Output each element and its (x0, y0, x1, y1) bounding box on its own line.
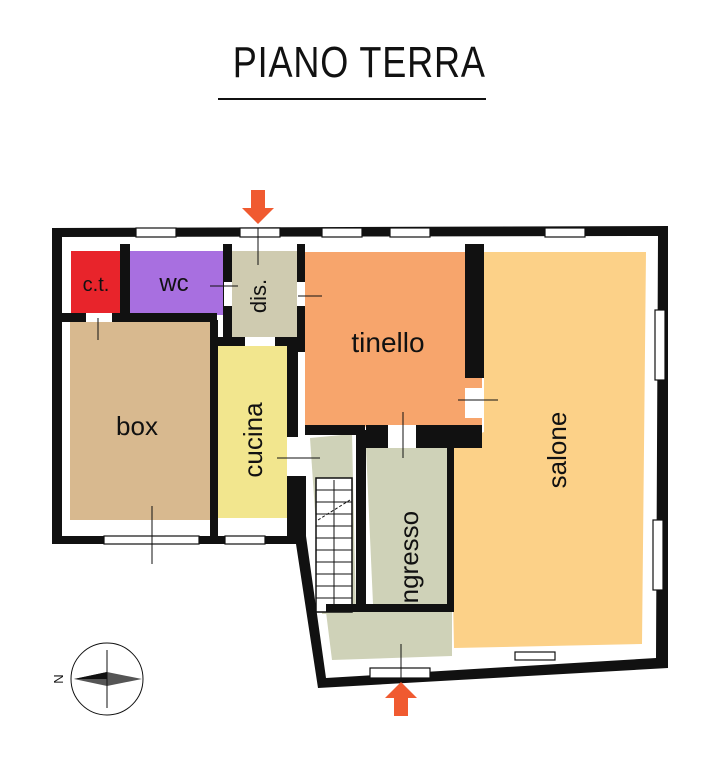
entry-arrow-top-icon (242, 190, 274, 224)
label-ct: c.t. (83, 274, 110, 296)
label-dis: dis. (246, 279, 271, 313)
entry-arrows (242, 190, 417, 716)
room-tinello (305, 252, 482, 430)
entry-arrow-bottom-icon (385, 682, 417, 716)
label-salone: salone (542, 412, 572, 489)
room-cucina (218, 346, 287, 518)
label-wc: wc (158, 270, 188, 297)
compass-ring (70, 642, 144, 716)
label-box: box (116, 411, 158, 441)
staircase (310, 434, 356, 614)
title-underline (218, 98, 486, 100)
doorways (86, 282, 484, 476)
room-salone (450, 252, 646, 648)
compass: N (51, 642, 144, 716)
label-cucina: cucina (238, 402, 268, 478)
room-ingresso-lower (326, 612, 452, 660)
plan-title-block: PIANO TERRA (0, 38, 718, 94)
room-dis (232, 251, 297, 337)
room-box (70, 322, 210, 520)
compass-north-label: N (51, 674, 66, 683)
room-wc (130, 251, 223, 315)
label-ingresso: ingresso (394, 511, 424, 609)
label-tinello: tinello (351, 327, 424, 358)
plan-title: PIANO TERRA (232, 38, 486, 87)
room-ingresso (366, 448, 452, 626)
room-ct (71, 251, 120, 313)
door-marks (97, 228, 498, 684)
